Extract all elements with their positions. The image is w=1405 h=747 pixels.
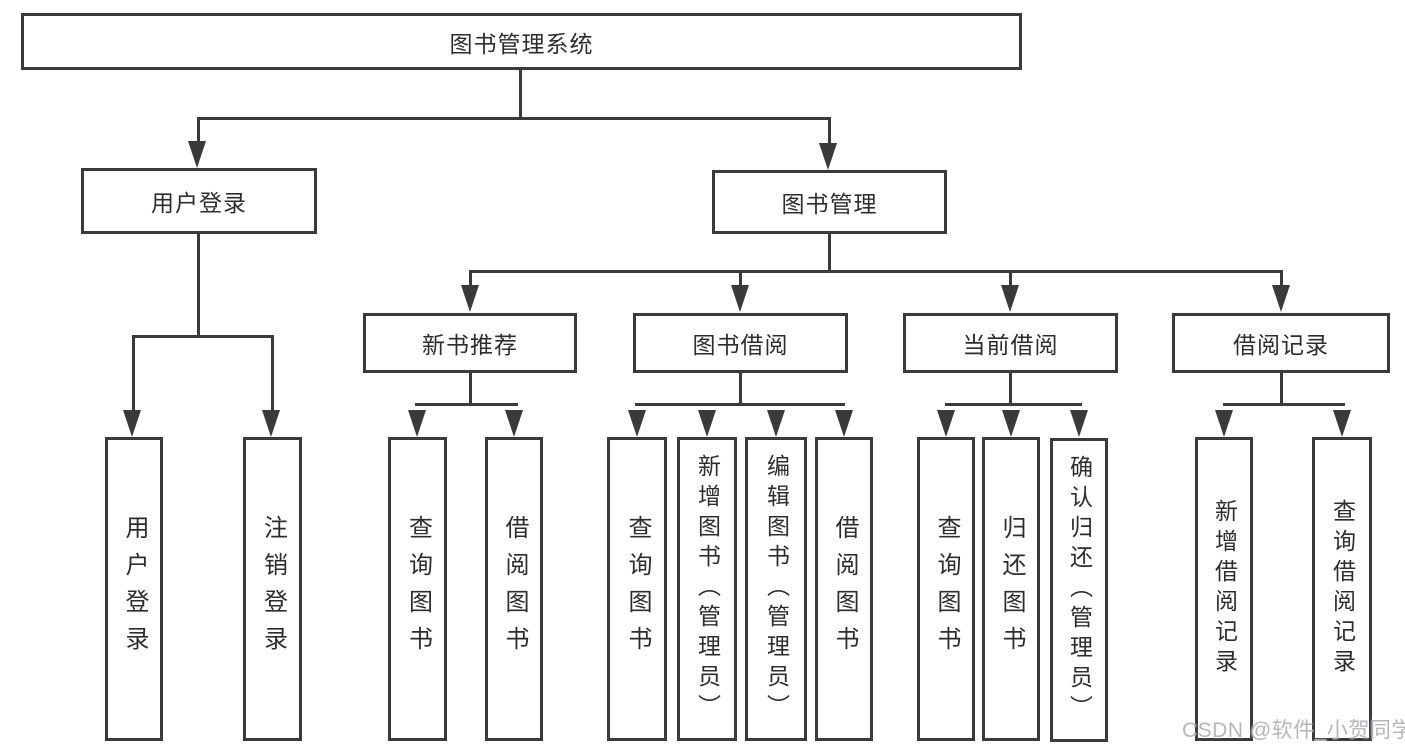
node-new-book-recommend: 新书推荐 [363, 313, 577, 373]
node-book-management: 图书管理 [712, 170, 947, 234]
arrowhead-book-mgmt [819, 143, 837, 170]
leaf-recommend-query-books: 查询图书 [388, 437, 447, 741]
leaf-current-confirm-return-admin: 确认归还（管理员） [1050, 438, 1108, 742]
connector-current-borrow-stem [1009, 372, 1012, 406]
connector-borrow-records-stem [1280, 372, 1283, 406]
connector-current-borrow-rail [945, 403, 1082, 406]
connector-level3-rail [470, 270, 1283, 273]
arrowhead-g3-add-books [698, 410, 716, 437]
arrowhead-g4-return-books [1002, 410, 1020, 437]
connector-drop-current-borrow [1009, 270, 1012, 287]
node-current-borrow: 当前借阅 [903, 313, 1118, 373]
connector-book-borrow-rail [635, 403, 845, 406]
csdn-watermark: CSDN @软件_小贺同学 [1182, 719, 1405, 742]
connector-drop-book-mgmt [828, 117, 831, 147]
node-borrow-records: 借阅记录 [1172, 313, 1390, 373]
leaf-recommend-borrow-books: 借阅图书 [485, 437, 543, 741]
connector-root-stem [519, 69, 522, 120]
leaf-borrow-edit-books-admin: 编辑图书（管理员） [745, 437, 807, 741]
leaf-records-query-record: 查询借阅记录 [1312, 437, 1372, 741]
connector-user-login-stem [197, 234, 200, 338]
connector-borrow-records-rail [1223, 403, 1345, 406]
arrowhead-logout-leaf [262, 410, 280, 437]
arrowhead-book-borrow [731, 285, 749, 312]
arrowhead-new-book [461, 285, 479, 312]
connector-user-login-rail [132, 335, 274, 338]
connector-drop-user-login [197, 117, 200, 145]
leaf-current-query-books: 查询图书 [917, 437, 975, 741]
leaf-borrow-add-books-admin: 新增图书（管理员） [677, 437, 737, 741]
arrowhead-g4-query-books [937, 410, 955, 437]
connector-new-book-rail [415, 403, 518, 406]
leaf-borrow-query-books: 查询图书 [607, 437, 667, 741]
leaf-current-return-books: 归还图书 [982, 437, 1040, 741]
connector-drop-new-book [469, 270, 472, 287]
arrowhead-g4-confirm-return [1070, 410, 1088, 437]
arrowhead-user-login [188, 141, 206, 168]
leaf-records-add-record: 新增借阅记录 [1195, 437, 1253, 741]
arrowhead-g5-query-record [1333, 410, 1351, 437]
arrowhead-login-leaf [123, 410, 141, 437]
connector-level2-rail [198, 117, 831, 120]
arrowhead-g5-add-record [1215, 410, 1233, 437]
leaf-logout: 注销登录 [243, 437, 302, 741]
arrowhead-g2-borrow-books [505, 410, 523, 437]
arrowhead-g2-query-books [408, 410, 426, 437]
connector-drop-logout-leaf [271, 335, 274, 410]
arrowhead-borrow-records [1272, 285, 1290, 312]
connector-book-mgmt-stem [828, 234, 831, 273]
node-user-login: 用户登录 [81, 168, 317, 234]
node-root-library-system: 图书管理系统 [21, 13, 1022, 70]
leaf-user-login: 用户登录 [105, 437, 163, 741]
arrowhead-g3-borrow-books [835, 410, 853, 437]
leaf-borrow-borrow-books: 借阅图书 [815, 437, 873, 741]
arrowhead-current-borrow [1001, 285, 1019, 312]
connector-drop-borrow-records [1280, 270, 1283, 287]
arrowhead-g3-edit-books [767, 410, 785, 437]
arrowhead-g3-query-books [628, 410, 646, 437]
node-book-borrow: 图书借阅 [633, 313, 848, 373]
connector-drop-book-borrow [739, 270, 742, 287]
connector-drop-login-leaf [132, 335, 135, 410]
connector-book-borrow-stem [739, 372, 742, 406]
connector-new-book-stem [469, 372, 472, 406]
